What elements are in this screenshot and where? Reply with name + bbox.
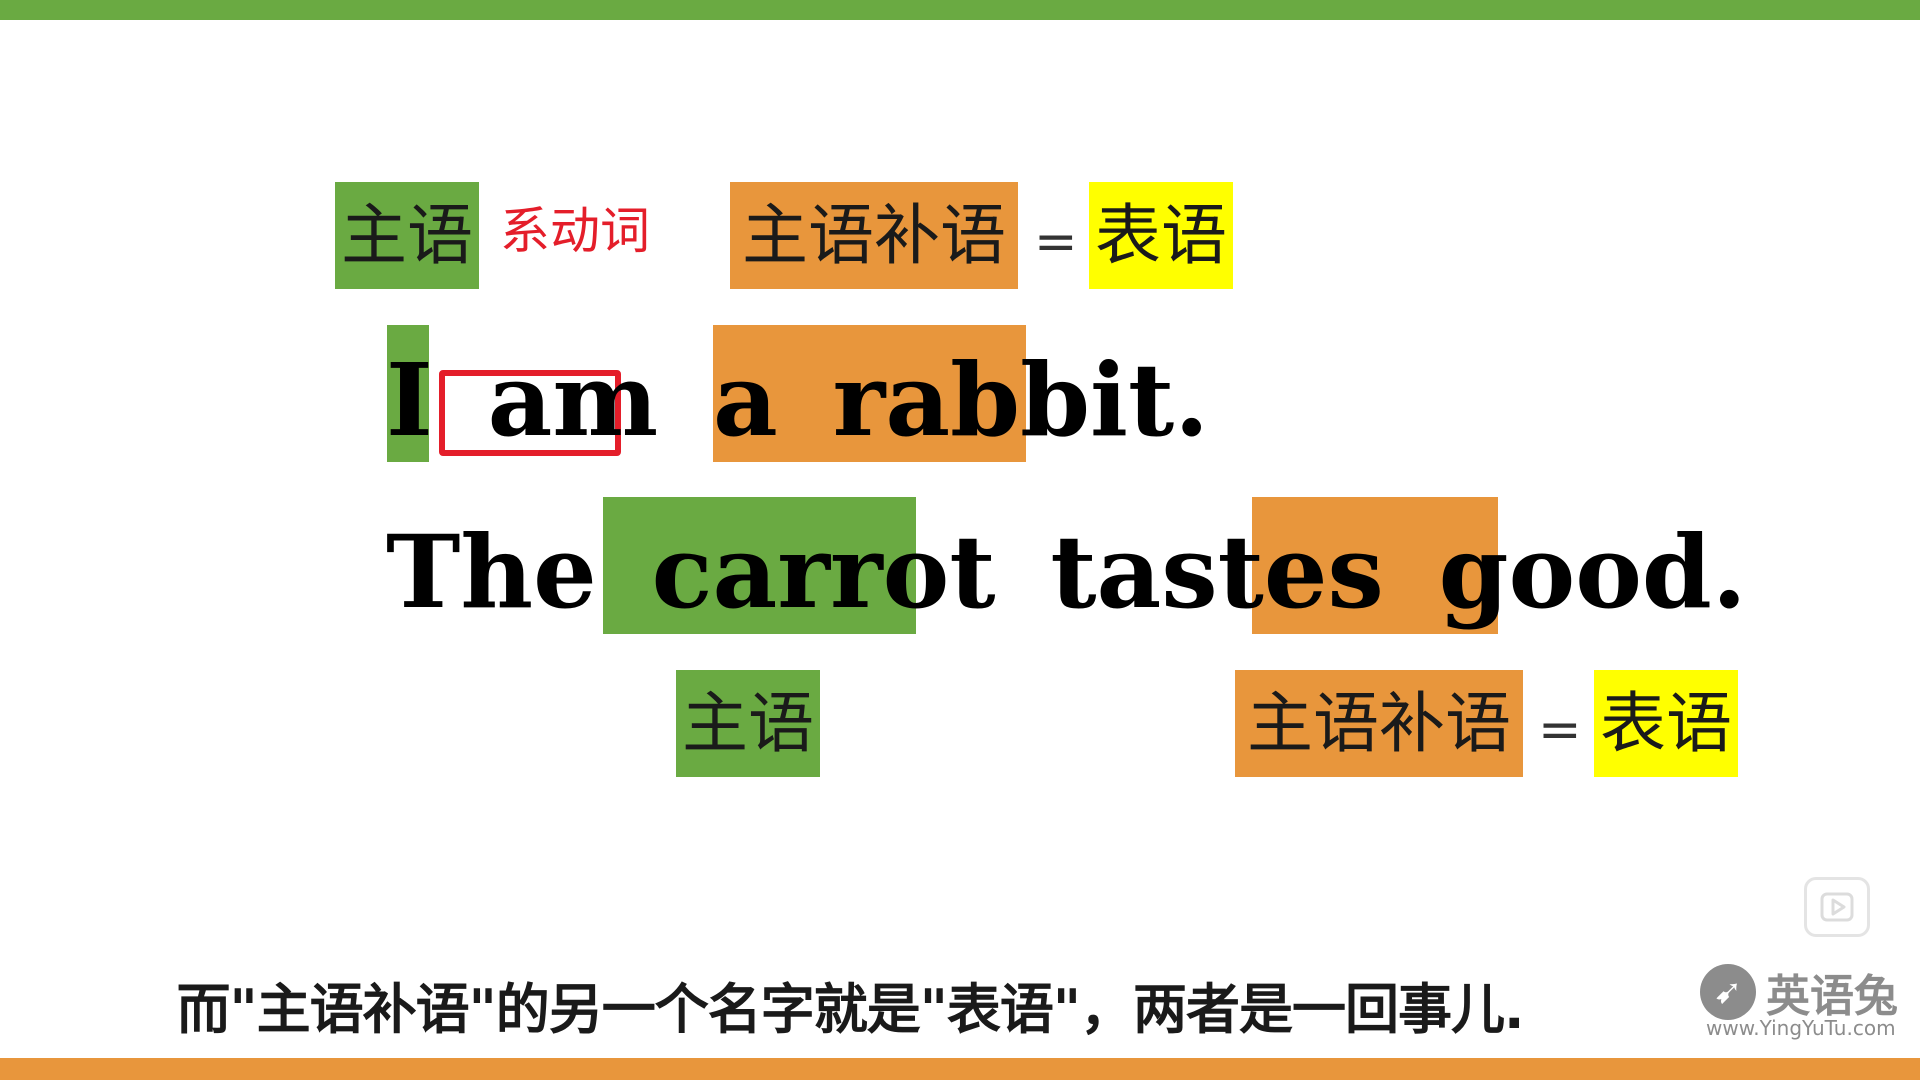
equals-sign-top: = [1034, 212, 1078, 272]
top-green-bar [0, 0, 1920, 20]
sentence-2: The carrot tastes good. [386, 522, 1747, 622]
subject-complement-label-top: 主语补语 [730, 182, 1018, 289]
word-a: a [713, 341, 778, 459]
predicative-label-top: 表语 [1089, 182, 1233, 289]
subject-highlight-i [387, 325, 429, 462]
period-2: . [1711, 513, 1747, 631]
subject-label-bottom: 主语 [676, 670, 820, 777]
watermark-name: 英语兔 [1766, 971, 1898, 1022]
linking-verb-box [439, 370, 621, 456]
equals-sign-bottom: = [1538, 700, 1582, 760]
subject-complement-label-bottom: 主语补语 [1235, 670, 1523, 777]
period-1: . [1174, 341, 1210, 459]
bottom-orange-bar [0, 1058, 1920, 1080]
word-am: am [487, 341, 659, 459]
word-carrot: carrot [651, 513, 996, 631]
subject-highlight-carrot [603, 497, 916, 634]
complement-highlight-rabbit [713, 325, 1026, 462]
word-tastes: tastes [1050, 513, 1384, 631]
watermark-url: www.YingYuTu.com [1706, 1016, 1896, 1040]
predicative-label-bottom: 表语 [1594, 670, 1738, 777]
watermark: ➹ 英语兔 [1700, 960, 1898, 1024]
linking-verb-label: 系动词 [500, 202, 650, 260]
word-the: The [386, 513, 597, 631]
sentence-1: I am a rabbit. [386, 350, 1209, 450]
word-rabbit: rabbit [832, 341, 1175, 459]
complement-highlight-good [1252, 497, 1498, 634]
word-i: I [386, 341, 433, 459]
rabbit-logo-icon: ➹ [1700, 964, 1756, 1020]
word-good: good [1438, 513, 1712, 631]
play-button[interactable] [1804, 877, 1870, 937]
subtitle: 而"主语补语"的另一个名字就是"表语"，两者是一回事儿. [176, 978, 1524, 1041]
subject-label-top: 主语 [335, 182, 479, 289]
play-icon [1820, 892, 1854, 922]
